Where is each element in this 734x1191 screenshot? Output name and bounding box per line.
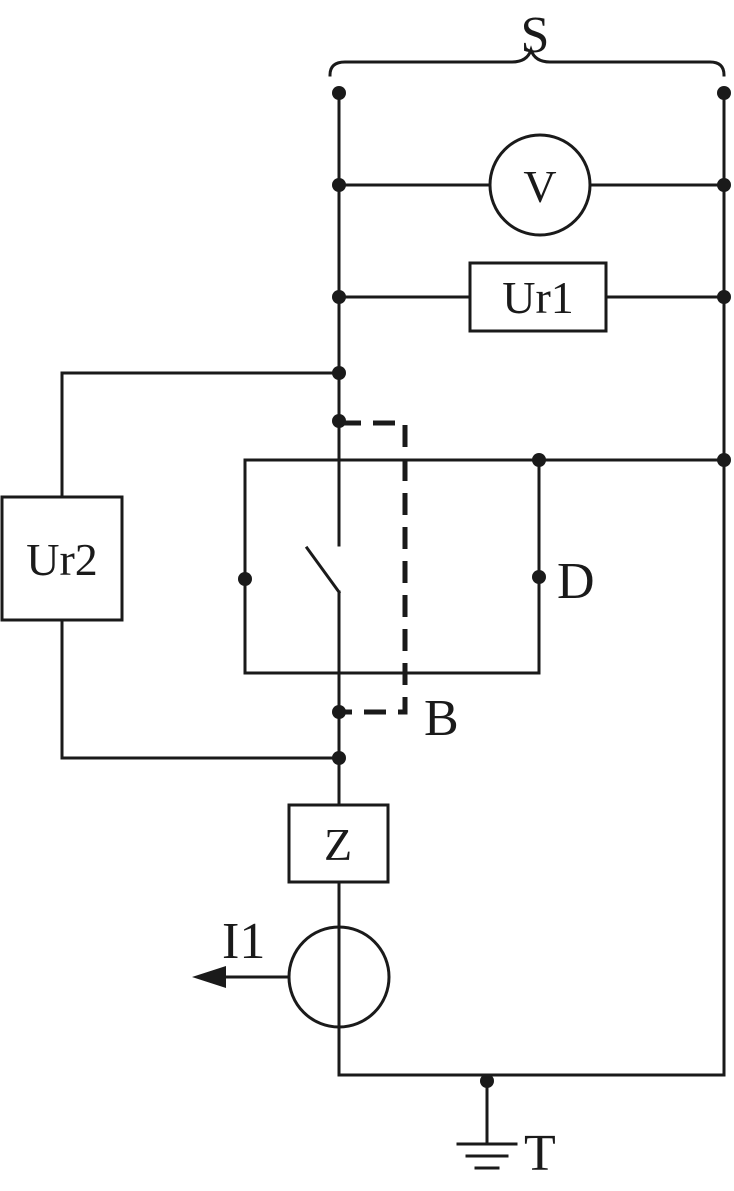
enclosure-b [339,420,408,715]
brace-s [328,45,726,77]
ur1-box [468,261,608,333]
junction-dot [532,570,546,584]
junction-dot [532,453,546,467]
inner-loop-top [243,458,726,675]
label-i1: I1 [222,913,265,970]
label-ur2: Ur2 [26,534,98,585]
switch-blade [304,545,342,595]
junction-dot [332,86,346,100]
voltmeter-circle [488,133,592,237]
ur2-box [0,495,124,622]
junction-dot [332,705,346,719]
z-box [287,803,390,884]
junction-dot [332,751,346,765]
junction-dot [332,178,346,192]
junction-dot [238,572,252,586]
junction-dot [480,1074,494,1088]
label-ur1: Ur1 [502,272,574,323]
label-d: D [557,553,595,610]
label-s: S [521,7,550,64]
junction-dot [332,366,346,380]
label-z: Z [324,819,352,870]
junction-dot [717,453,731,467]
ur2-wire-top [60,371,341,499]
current-arrow-head [192,966,226,988]
junction-dot [717,178,731,192]
junction-dot [717,290,731,304]
junction-dots [238,86,731,1088]
junction-dot [332,290,346,304]
junction-dot [717,86,731,100]
ur2-wire-bottom [60,618,341,760]
label-t: T [524,1125,556,1182]
label-b: B [424,690,459,747]
label-v: V [523,161,556,212]
junction-dot [332,414,346,428]
